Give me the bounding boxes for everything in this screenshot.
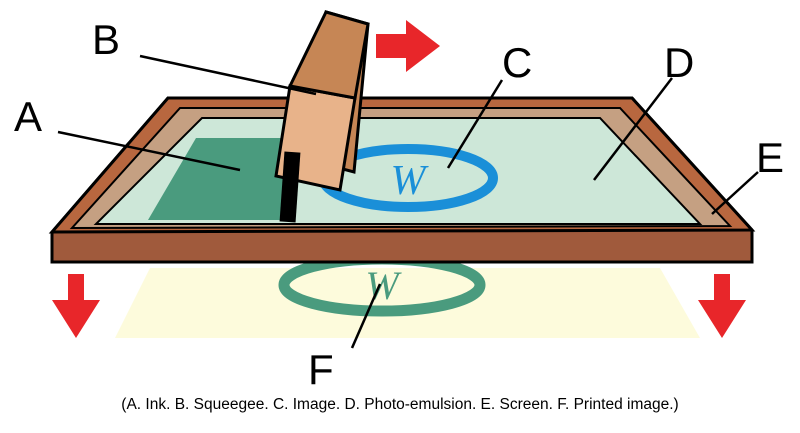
squeegee <box>274 10 370 223</box>
leader-lines <box>57 54 759 349</box>
printed-image-letter: W <box>365 263 402 308</box>
arrow-down-icon <box>698 274 746 338</box>
label-b: B <box>92 16 120 63</box>
label-c: C <box>502 39 532 86</box>
label-f: F <box>308 346 334 393</box>
label-d: D <box>664 39 694 86</box>
arrow-down-icon <box>52 274 100 338</box>
arrow-right-icon <box>376 20 440 72</box>
caption: (A. Ink. B. Squeegee. C. Image. D. Photo… <box>121 396 679 413</box>
stencil-image-letter: W <box>391 158 430 204</box>
squeegee-blade <box>279 151 301 223</box>
printed-paper <box>115 268 700 338</box>
label-e: E <box>756 134 784 181</box>
label-a: A <box>14 93 42 140</box>
